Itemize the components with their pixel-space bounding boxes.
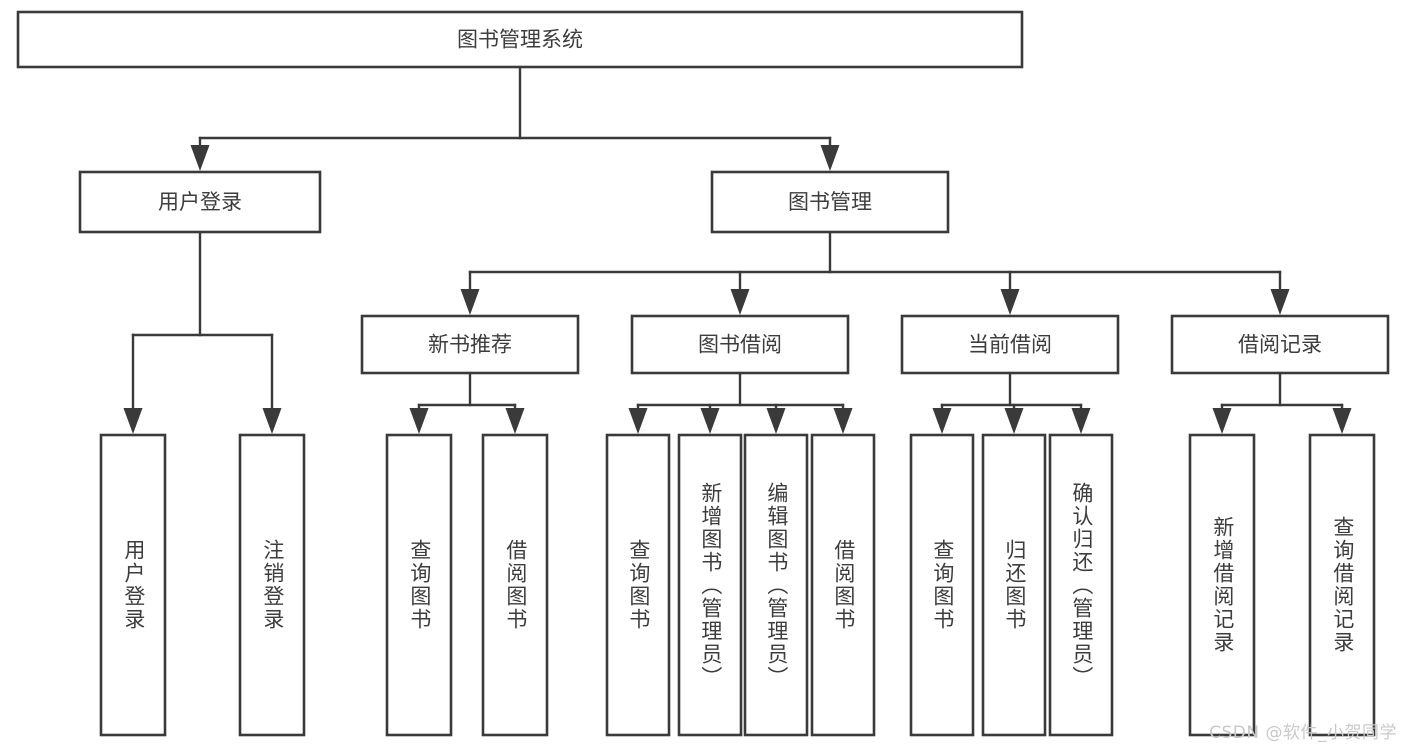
node-leaf-query-book-2[interactable]: [605, 433, 671, 737]
node-label-new-book-rec: 新书推荐: [428, 333, 512, 357]
node-book-manage[interactable]: [710, 170, 950, 234]
node-leaf-logout[interactable]: [238, 433, 306, 737]
node-leaf-user-login[interactable]: [99, 433, 167, 737]
node-label-user-login: 用户登录: [158, 190, 242, 214]
connector-layer: [123, 65, 1352, 434]
node-label-current-borrow: 当前借阅: [968, 333, 1052, 357]
node-user-login[interactable]: [78, 170, 322, 234]
node-leaf-edit-book[interactable]: [743, 433, 809, 737]
node-leaf-add-record[interactable]: [1188, 433, 1256, 737]
node-box-layer: [16, 10, 1390, 737]
node-leaf-borrow-book-2[interactable]: [810, 433, 876, 737]
node-label-root: 图书管理系统: [457, 28, 583, 52]
node-leaf-query-book-1[interactable]: [385, 433, 453, 737]
node-leaf-query-record[interactable]: [1308, 433, 1376, 737]
watermark-text: CSDN @软件_小贺同学: [1209, 723, 1397, 743]
node-leaf-confirm-return[interactable]: [1048, 433, 1114, 737]
node-current-borrow[interactable]: [900, 314, 1120, 375]
node-label-book-manage: 图书管理: [788, 190, 872, 214]
node-borrow-record[interactable]: [1170, 314, 1390, 375]
node-label-book-borrow: 图书借阅: [698, 333, 782, 357]
node-label-borrow-record: 借阅记录: [1238, 333, 1322, 357]
node-leaf-return-book[interactable]: [981, 433, 1047, 737]
node-root[interactable]: [16, 10, 1024, 69]
node-book-borrow[interactable]: [630, 314, 850, 375]
node-new-book-rec[interactable]: [360, 314, 580, 375]
node-leaf-add-book[interactable]: [677, 433, 743, 737]
node-leaf-query-book-3[interactable]: [909, 433, 975, 737]
node-leaf-borrow-book-1[interactable]: [481, 433, 549, 737]
